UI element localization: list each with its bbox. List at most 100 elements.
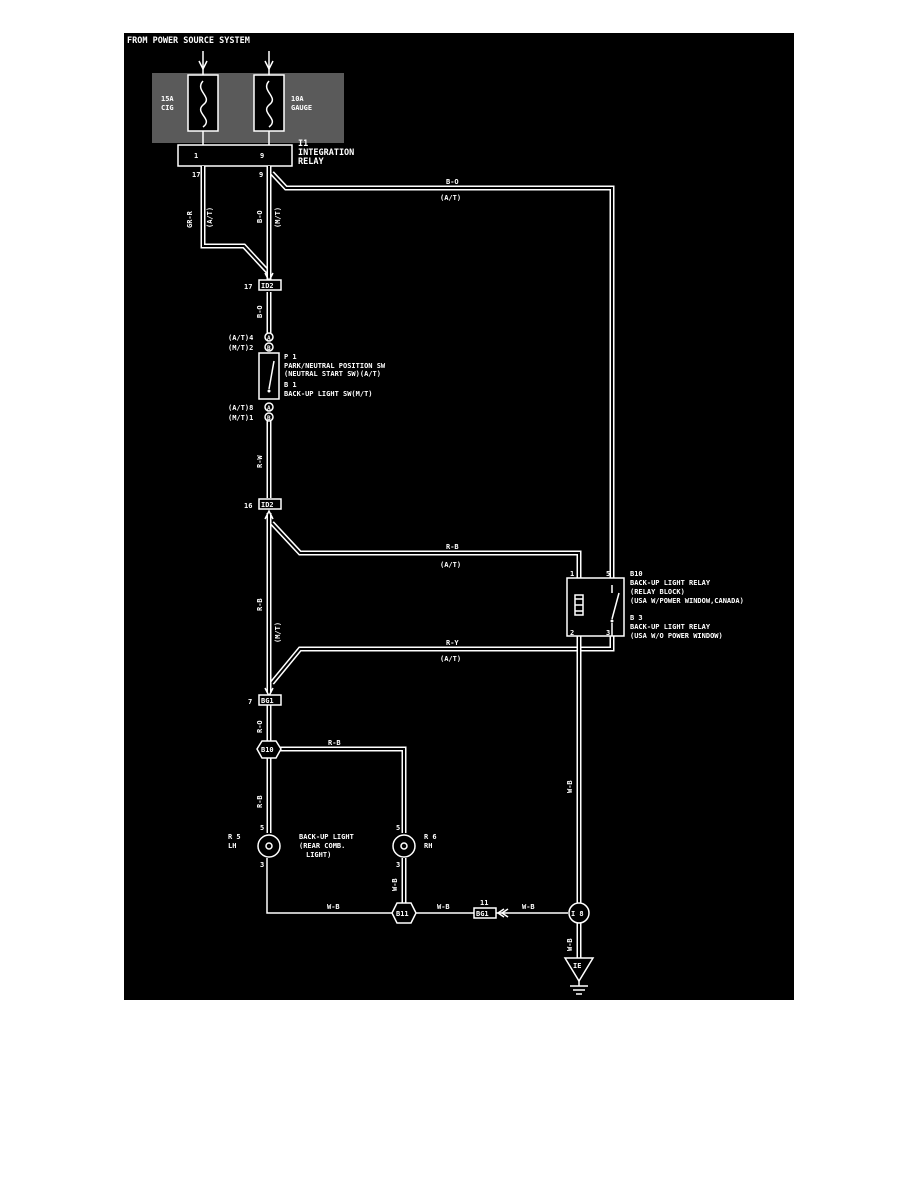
wiring-diagram-svg: FROM POWER SOURCE SYSTEM 15A CIG 10A GAU… [127, 36, 744, 995]
svg-text:P 1: P 1 [284, 353, 297, 361]
svg-text:2: 2 [570, 629, 574, 637]
svg-text:(USA W/POWER WINDOW,CANADA): (USA W/POWER WINDOW,CANADA) [630, 597, 744, 605]
svg-text:RH: RH [424, 842, 432, 850]
svg-text:17: 17 [192, 171, 200, 179]
svg-text:5: 5 [396, 824, 400, 832]
svg-text:(M/T)1: (M/T)1 [228, 414, 253, 422]
integration-relay: 1 9 I1 INTEGRATION RELAY 17 9 [177, 139, 354, 179]
svg-text:W-B: W-B [566, 780, 574, 793]
svg-text:IE: IE [573, 962, 581, 970]
svg-text:W-B: W-B [327, 903, 340, 911]
back-up-light-relay: 1 5 2 3 B10 BACK-UP LIGHT RELAY (RELAY B… [566, 570, 744, 640]
back-up-light-lh: 5 3 R 5 LH [228, 824, 281, 869]
fuse-15a-cig: 15A CIG [161, 74, 219, 132]
svg-text:GR-R: GR-R [186, 210, 194, 228]
svg-text:W-B: W-B [566, 938, 574, 951]
svg-text:(M/T): (M/T) [274, 622, 282, 643]
svg-text:3: 3 [396, 861, 400, 869]
fuse-10a-gauge: 10A GAUGE [253, 74, 312, 132]
svg-text:ID2: ID2 [261, 282, 274, 290]
svg-text:R-W: R-W [256, 455, 264, 468]
svg-text:(A/T): (A/T) [440, 655, 461, 663]
svg-text:B11: B11 [396, 910, 409, 918]
svg-text:I1: I1 [298, 139, 308, 149]
svg-text:9: 9 [260, 152, 264, 160]
svg-text:R-B: R-B [256, 598, 264, 611]
svg-text:11: 11 [480, 899, 488, 907]
svg-text:R 6: R 6 [424, 833, 437, 841]
header-title: FROM POWER SOURCE SYSTEM [127, 36, 250, 46]
svg-text:B-O: B-O [256, 305, 264, 318]
svg-text:BG1: BG1 [476, 910, 489, 918]
svg-text:(REAR COMB.: (REAR COMB. [299, 842, 345, 850]
svg-text:A: A [267, 405, 271, 412]
svg-text:R-B: R-B [256, 795, 264, 808]
svg-text:B10: B10 [261, 746, 274, 754]
svg-text:B-O: B-O [446, 178, 459, 186]
svg-text:R-B: R-B [446, 543, 459, 551]
svg-text:BACK-UP LIGHT: BACK-UP LIGHT [299, 833, 354, 841]
svg-text:(M/T): (M/T) [274, 207, 282, 228]
svg-text:B: B [267, 415, 271, 422]
svg-text:INTEGRATION: INTEGRATION [298, 148, 354, 158]
svg-text:BACK-UP LIGHT RELAY: BACK-UP LIGHT RELAY [630, 623, 711, 631]
svg-text:(A/T): (A/T) [440, 194, 461, 202]
wiring-diagram: FROM POWER SOURCE SYSTEM 15A CIG 10A GAU… [124, 33, 794, 1000]
connector-bg1-mid: BG1 7 [248, 687, 282, 706]
svg-text:(M/T)2: (M/T)2 [228, 344, 253, 352]
connector-bg1-low: BG1 11 [473, 899, 509, 919]
power-in-arrow-right [264, 51, 274, 75]
svg-text:1: 1 [570, 570, 574, 578]
back-up-light-rh: 5 3 R 6 RH [392, 824, 437, 869]
fuse-15a-rating: 15A [161, 95, 174, 103]
svg-text:A: A [267, 335, 271, 342]
wire-labels: GR-R (A/T) B-O (M/T) B-O (A/T) B-O R-W R… [186, 178, 574, 951]
svg-text:B: B [267, 345, 271, 352]
svg-text:(A/T)8: (A/T)8 [228, 404, 253, 412]
connector-id2-top: ID2 17 [244, 272, 282, 291]
svg-text:BG1: BG1 [261, 697, 274, 705]
svg-text:RELAY: RELAY [298, 157, 324, 167]
junction-b10: B10 [256, 740, 282, 759]
svg-text:BACK-UP LIGHT RELAY: BACK-UP LIGHT RELAY [630, 579, 711, 587]
svg-text:5: 5 [606, 570, 610, 578]
svg-text:9: 9 [259, 171, 263, 179]
svg-text:(RELAY BLOCK): (RELAY BLOCK) [630, 588, 685, 596]
switch-p1-b1: A B (A/T)4 (M/T)2 A B (A/T)8 (M/T)1 P 1 … [228, 332, 386, 422]
svg-text:17: 17 [244, 283, 252, 291]
svg-text:16: 16 [244, 502, 252, 510]
svg-text:(A/T): (A/T) [440, 561, 461, 569]
svg-text:W-B: W-B [437, 903, 450, 911]
connector-id2-mid: ID2 16 [244, 498, 282, 520]
svg-text:BACK-UP LIGHT SW(M/T): BACK-UP LIGHT SW(M/T) [284, 390, 373, 398]
svg-text:R-O: R-O [256, 720, 264, 733]
back-up-light-label: BACK-UP LIGHT (REAR COMB. LIGHT) [299, 833, 354, 859]
svg-text:PARK/NEUTRAL POSITION SW: PARK/NEUTRAL POSITION SW [284, 362, 386, 370]
svg-text:B10: B10 [630, 570, 643, 578]
svg-text:B 3: B 3 [630, 614, 643, 622]
svg-text:W-B: W-B [522, 903, 535, 911]
svg-text:R-Y: R-Y [446, 639, 459, 647]
svg-text:(USA W/O POWER WINDOW): (USA W/O POWER WINDOW) [630, 632, 723, 640]
svg-text:5: 5 [260, 824, 264, 832]
svg-text:(NEUTRAL START SW)(A/T): (NEUTRAL START SW)(A/T) [284, 370, 381, 378]
svg-text:LH: LH [228, 842, 236, 850]
ground-ie: IE [563, 957, 595, 995]
svg-text:B-O: B-O [256, 210, 264, 223]
fuse-15a-name: CIG [161, 104, 174, 112]
power-in-arrow-left [198, 51, 208, 75]
svg-text:(A/T): (A/T) [206, 207, 214, 228]
svg-text:1: 1 [194, 152, 198, 160]
wire-paths [200, 166, 615, 958]
svg-text:B 1: B 1 [284, 381, 297, 389]
junction-i8: I 8 [568, 902, 590, 924]
svg-text:7: 7 [248, 698, 252, 706]
thin-wire-paths [266, 858, 568, 914]
fuse-10a-name: GAUGE [291, 104, 312, 112]
svg-text:W-B: W-B [391, 878, 399, 891]
svg-text:I 8: I 8 [571, 910, 584, 918]
svg-text:3: 3 [606, 629, 610, 637]
svg-text:R 5: R 5 [228, 833, 241, 841]
svg-text:ID2: ID2 [261, 501, 274, 509]
fuse-block-shade [152, 73, 344, 143]
